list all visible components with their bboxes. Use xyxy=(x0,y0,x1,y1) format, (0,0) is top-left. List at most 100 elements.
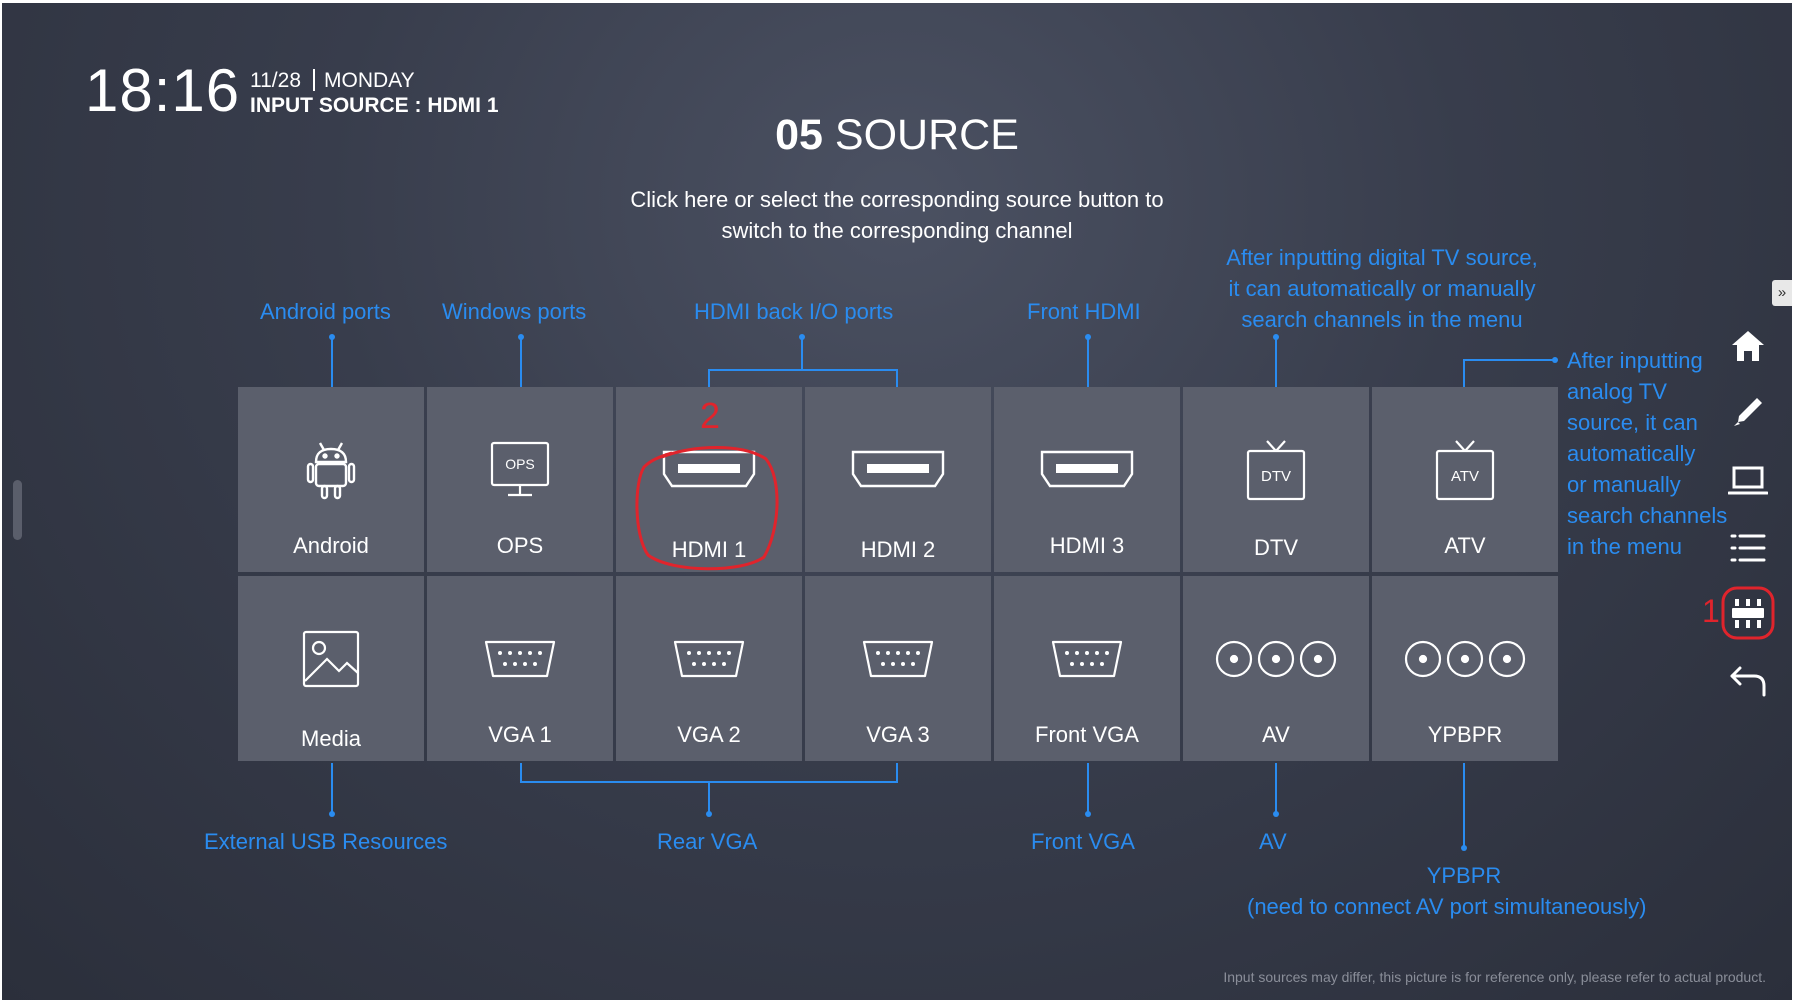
disclaimer: Input sources may differ, this picture i… xyxy=(1223,969,1766,985)
menu-icon[interactable] xyxy=(1728,528,1768,568)
subtitle-text: Click here or select the corresponding s… xyxy=(630,187,1164,243)
home-icon[interactable] xyxy=(1728,326,1768,366)
annotation-hdmi-back: HDMI back I/O ports xyxy=(694,299,894,324)
source-label: YPBPR xyxy=(1427,722,1503,747)
connector-dot xyxy=(1552,357,1558,363)
atv-note-line: automatically xyxy=(1567,441,1696,466)
annotation-atv-note: After inputting analog TV source, it can… xyxy=(1567,345,1727,562)
connector-line xyxy=(1275,337,1277,387)
annotation-front-vga: Front VGA xyxy=(1031,829,1135,854)
source-vga-3[interactable]: VGA 3 xyxy=(805,576,991,761)
ops-icon-text: OPS xyxy=(505,456,535,472)
tv-icon-text: DTV xyxy=(1261,468,1291,485)
pen-icon[interactable] xyxy=(1728,392,1768,432)
tv-icon-text: ATV xyxy=(1451,468,1479,485)
source-label: Front VGA xyxy=(1035,722,1139,747)
source-hdmi-2[interactable]: HDMI 2 xyxy=(805,387,991,572)
page-title: 05 SOURCE xyxy=(2,111,1792,160)
tv-icon: DTV xyxy=(1183,435,1369,505)
source-android[interactable]: Android xyxy=(238,387,424,572)
atv-note-line: analog TV xyxy=(1567,379,1667,404)
atv-note-line: search channels xyxy=(1567,503,1728,528)
connector-dot xyxy=(1085,811,1091,817)
annotation-av: AV xyxy=(1259,829,1287,854)
atv-note-line: in the menu xyxy=(1567,534,1682,559)
weekday: MONDAY xyxy=(324,69,415,92)
source-dtv[interactable]: DTV DTV xyxy=(1183,387,1369,572)
annotation-external-usb: External USB Resources xyxy=(204,829,448,854)
left-edge-handle[interactable] xyxy=(13,480,22,540)
source-ypbpr[interactable]: YPBPR xyxy=(1372,576,1558,761)
title-text: SOURCE xyxy=(834,111,1019,159)
vga-port-icon xyxy=(427,624,613,694)
source-highlight-circle xyxy=(1721,586,1775,640)
annotation-android-ports: Android ports xyxy=(260,299,391,324)
connector-dot xyxy=(1273,811,1279,817)
dtv-note-line: it can automatically or manually xyxy=(1228,276,1536,301)
annotation-ypbpr: YPBPR xyxy=(1426,863,1502,888)
connector-line xyxy=(520,763,522,781)
source-ops[interactable]: OPS OPS xyxy=(427,387,613,572)
source-atv[interactable]: ATV ATV xyxy=(1372,387,1558,572)
source-label: AV xyxy=(1262,722,1290,747)
source-label: HDMI 1 xyxy=(671,537,747,562)
step-2-marker: 2 xyxy=(700,395,721,436)
title-number: 05 xyxy=(775,111,823,159)
source-media[interactable]: Media xyxy=(238,576,424,761)
connector-dot xyxy=(1461,845,1467,851)
dtv-note-line: search channels in the menu xyxy=(1241,307,1523,332)
laptop-icon[interactable] xyxy=(1728,461,1768,501)
tv-icon: ATV xyxy=(1372,435,1558,505)
date: 11/28 xyxy=(250,69,301,92)
sidebar-collapse-tab[interactable]: » xyxy=(1772,280,1792,306)
source-av[interactable]: AV xyxy=(1183,576,1369,761)
annotation-ypbpr-note: (need to connect AV port simultaneously) xyxy=(1247,894,1647,919)
source-label: OPS xyxy=(496,533,544,558)
atv-note-line: source, it can xyxy=(1567,410,1698,435)
step-1-marker: 1 xyxy=(1702,593,1720,629)
connector-line xyxy=(708,369,710,387)
source-vga-1[interactable]: VGA 1 xyxy=(427,576,613,761)
hdmi1-highlight-circle xyxy=(635,446,779,571)
atv-note-line: After inputting xyxy=(1567,348,1703,373)
connector-line xyxy=(1087,337,1089,387)
source-label: HDMI 3 xyxy=(1049,533,1125,558)
page-subtitle: Click here or select the corresponding s… xyxy=(2,184,1792,246)
annotation-front-hdmi: Front HDMI xyxy=(1027,299,1141,324)
atv-note-line: or manually xyxy=(1567,472,1681,497)
av-ports-icon xyxy=(1372,624,1558,694)
hdmi-port-icon xyxy=(805,435,991,505)
source-label: Android xyxy=(293,533,369,558)
ops-monitor-icon: OPS xyxy=(427,435,613,505)
connector-line xyxy=(520,337,522,387)
source-label: VGA 3 xyxy=(866,722,930,747)
date-separator xyxy=(313,69,315,91)
source-label: DTV xyxy=(1254,535,1298,560)
source-label: Media xyxy=(301,726,361,751)
connector-line xyxy=(1463,763,1465,847)
source-front-vga[interactable]: Front VGA xyxy=(994,576,1180,761)
connector-line xyxy=(1463,359,1465,387)
source-label: ATV xyxy=(1444,533,1486,558)
annotation-dtv-note: After inputting digital TV source, it ca… xyxy=(1182,242,1582,335)
source-icon[interactable] xyxy=(1728,593,1768,633)
source-label: VGA 1 xyxy=(488,722,552,747)
connector-line xyxy=(1275,763,1277,813)
source-vga-2[interactable]: VGA 2 xyxy=(616,576,802,761)
image-icon xyxy=(238,624,424,694)
dtv-note-line: After inputting digital TV source, xyxy=(1226,245,1538,270)
connector-line xyxy=(896,763,898,781)
connector-dot xyxy=(329,811,335,817)
annotation-windows-ports: Windows ports xyxy=(442,299,587,324)
source-hdmi-3[interactable]: HDMI 3 xyxy=(994,387,1180,572)
back-icon[interactable] xyxy=(1728,661,1768,701)
connector-dot xyxy=(706,811,712,817)
connector-line xyxy=(331,337,333,387)
source-label: HDMI 2 xyxy=(860,537,936,562)
vga-port-icon xyxy=(616,624,802,694)
source-grid: Android OPS OPS HDMI 1 xyxy=(238,387,1558,763)
screen: 18:16 11/28 MONDAY INPUT SOURCE : HDMI 1… xyxy=(2,3,1792,1000)
av-ports-icon xyxy=(1183,624,1369,694)
vga-port-icon xyxy=(805,624,991,694)
connector-line xyxy=(896,369,898,387)
